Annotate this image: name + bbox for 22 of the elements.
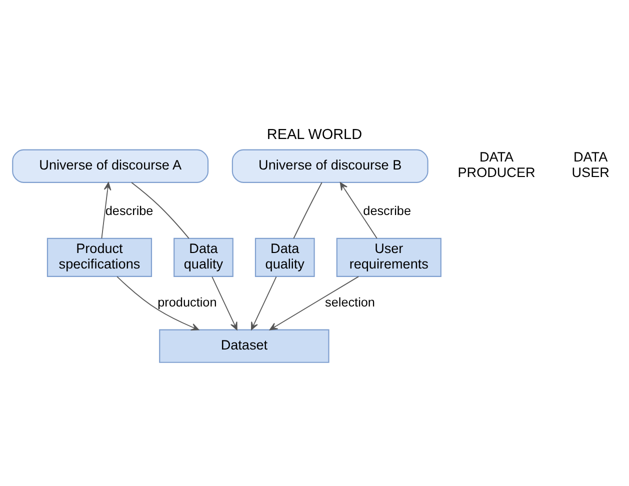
connector bbox=[293, 182, 322, 239]
arrow bbox=[101, 182, 112, 239]
edge-label: production bbox=[158, 295, 217, 310]
label: DATA USER bbox=[572, 150, 610, 180]
edge-label: selection bbox=[325, 295, 375, 310]
node-box: Universe of discourse A bbox=[12, 149, 209, 183]
node-box: Data quality bbox=[254, 238, 315, 277]
arrow bbox=[116, 276, 200, 330]
diagram-title: REAL WORLD bbox=[266, 126, 362, 143]
node-box: Product specifications bbox=[46, 238, 152, 277]
edge-label: describe bbox=[363, 204, 411, 218]
node-box: Dataset bbox=[159, 329, 330, 363]
node-box: Data quality bbox=[174, 238, 234, 277]
connector bbox=[131, 182, 190, 239]
arrow bbox=[251, 276, 277, 330]
arrow bbox=[212, 276, 238, 330]
label: DATA PRODUCER bbox=[458, 150, 536, 180]
node-box: Universe of discourse B bbox=[232, 149, 428, 183]
arrow bbox=[269, 276, 359, 330]
edge-label: describe bbox=[105, 204, 154, 218]
arrow bbox=[340, 182, 378, 239]
node-box: User requirements bbox=[336, 238, 442, 277]
